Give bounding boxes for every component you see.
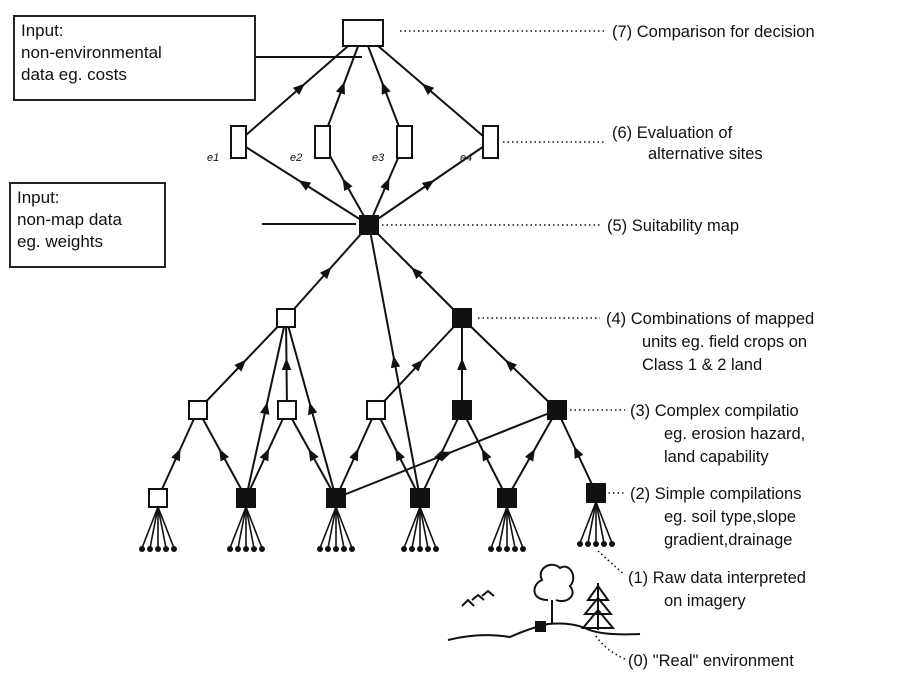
ground-line: [447, 622, 641, 641]
site-node-4: [482, 125, 499, 159]
edge-e3-t: [362, 32, 406, 143]
edge-a1-s: [285, 224, 370, 319]
connector-arrows: [157, 32, 597, 499]
map-node-a2: [452, 308, 472, 328]
edge-c5-a2: [461, 317, 558, 411]
map-node-c4: [452, 400, 472, 420]
edge-c2-a1: [281, 317, 292, 411]
input-box-non-environmental-line-3: data eg. costs: [21, 65, 127, 84]
leader-0: [595, 635, 626, 660]
building: [535, 621, 546, 632]
raw-data-fan-b3: [317, 506, 355, 552]
input-box-non-map: Input: non-map data eg. weights: [9, 182, 166, 268]
map-node-s: [359, 215, 379, 235]
level-0-label: (0) "Real" environment: [628, 652, 794, 670]
edge-e4-t: [362, 32, 491, 143]
edge-b2-c2: [245, 409, 288, 499]
input-box-non-map-line-3: eg. weights: [17, 232, 103, 251]
decision-node: [342, 19, 384, 47]
edge-e2-t: [321, 32, 364, 143]
site-node-1: [230, 125, 247, 159]
edge-b4-s: [368, 224, 421, 499]
raw-data-fan-b2: [227, 506, 265, 552]
input-box-non-map-line-1: Input:: [17, 188, 60, 207]
site-label-4: e4: [460, 152, 472, 164]
edge-b5-c5: [506, 409, 558, 499]
map-node-c5: [547, 400, 567, 420]
map-node-a1: [276, 308, 296, 328]
map-node-b2: [236, 488, 256, 508]
raw-data-fan-b1: [139, 506, 177, 552]
edge-b5-c4: [461, 409, 508, 499]
input-box-non-environmental: Input: non-environmental data eg. costs: [13, 15, 256, 101]
leader-1: [597, 550, 626, 576]
leader-lines: [382, 30, 626, 660]
input-box-non-environmental-line-2: non-environmental: [21, 43, 162, 62]
edge-a2-s: [368, 224, 463, 319]
birds: [461, 589, 495, 607]
level-4-label: (4) Combinations of mapped units eg. fie…: [606, 310, 819, 374]
site-label-2: e2: [290, 152, 302, 164]
site-label-3: e3: [372, 152, 385, 164]
site-labels: e1 e2 e3 e4: [207, 152, 472, 164]
tree-deciduous: [533, 563, 575, 624]
map-node-b5: [497, 488, 517, 508]
level-3-label: (3) Complex compilatio eg. erosion hazar…: [630, 402, 810, 466]
level-2-label: (2) Simple compilations eg. soil type,sl…: [630, 485, 806, 549]
level-5-label: (5) Suitability map: [607, 217, 739, 235]
raw-data-fan-b4: [401, 506, 439, 552]
map-node-b3: [326, 488, 346, 508]
level-labels: (7) Comparison for decision (6) Evaluati…: [606, 23, 819, 670]
map-nodes: [139, 215, 615, 552]
edge-c3-a2: [375, 317, 463, 411]
map-node-b4: [410, 488, 430, 508]
edge-b3-c5: [335, 409, 558, 499]
landscape-illustration: [447, 563, 641, 641]
edge-b3-a1: [285, 317, 337, 499]
map-node-c3: [366, 400, 386, 420]
edge-s-e4: [368, 141, 491, 226]
map-node-b1: [148, 488, 168, 508]
map-node-c1: [188, 400, 208, 420]
edge-e1-t: [237, 32, 364, 143]
edge-b3-c2: [286, 409, 337, 499]
edge-b4-c3: [375, 409, 421, 499]
site-evaluation-nodes: [230, 125, 499, 159]
map-node-b6: [586, 483, 606, 503]
map-node-c2: [277, 400, 297, 420]
level-6-label: (6) Evaluation of alternative sites: [612, 124, 763, 163]
site-node-2: [314, 125, 331, 159]
input-box-non-environmental-line-1: Input:: [21, 21, 64, 40]
edge-b6-c5: [556, 409, 597, 494]
raw-data-fan-b5: [488, 506, 526, 552]
level-1-label: (1) Raw data interpreted on imagery: [628, 569, 811, 610]
input-box-non-map-line-2: non-map data: [17, 210, 122, 229]
tree-conifer: [580, 583, 616, 630]
edge-s-e1: [237, 141, 370, 226]
site-node-3: [396, 125, 413, 159]
edge-b2-c1: [197, 409, 247, 499]
site-label-1: e1: [207, 152, 219, 164]
edge-b1-c1: [157, 409, 199, 499]
level-7-label: (7) Comparison for decision: [612, 23, 815, 41]
edge-c1-a1: [197, 317, 287, 411]
edge-b2-a1: [245, 317, 287, 499]
raw-data-fan-b6: [577, 501, 615, 547]
edge-b4-c4: [419, 409, 463, 499]
edge-b3-c3: [335, 409, 377, 499]
